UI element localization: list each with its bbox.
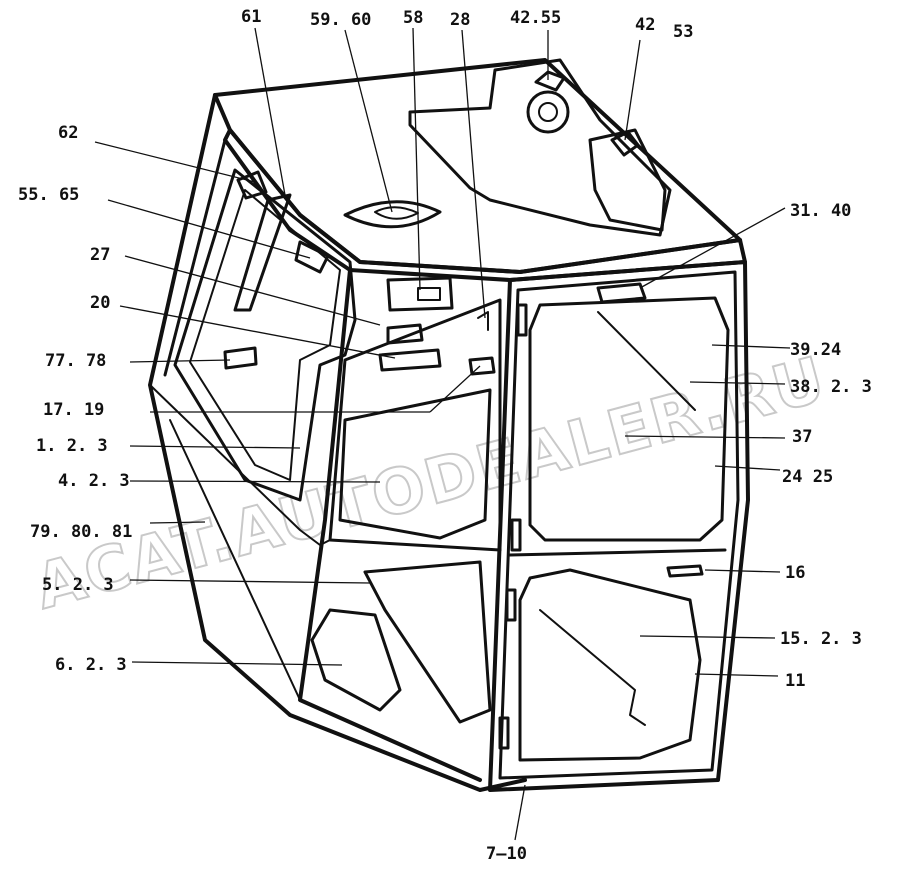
callout-53: 53 <box>673 22 693 42</box>
callout-59-60: 59. 60 <box>310 10 371 30</box>
callout-5-2-3: 5. 2. 3 <box>42 575 114 595</box>
callout-37: 37 <box>792 427 812 447</box>
callout-62: 62 <box>58 123 78 143</box>
leader-lines <box>94 27 791 841</box>
callout-27: 27 <box>90 245 110 265</box>
callout-1-2-3: 1. 2. 3 <box>36 436 108 456</box>
callout-20: 20 <box>90 293 110 313</box>
callout-42-55: 42.55 <box>510 8 561 28</box>
callout-15-2-3: 15. 2. 3 <box>780 629 862 649</box>
callout-39-24: 39.24 <box>790 340 841 360</box>
callout-55-65: 55. 65 <box>18 185 79 205</box>
callout-6-2-3: 6. 2. 3 <box>55 655 127 675</box>
callout-58: 58 <box>403 8 423 28</box>
callout-42: 42 <box>635 15 655 35</box>
callout-28: 28 <box>450 10 470 30</box>
callout-31-40: 31. 40 <box>790 201 851 221</box>
callout-labels: 61 59. 60 58 28 42.55 42 53 62 55. 65 27… <box>18 7 872 864</box>
callout-16: 16 <box>785 563 805 583</box>
callout-11: 11 <box>785 671 805 691</box>
callout-79-80-81: 79. 80. 81 <box>30 522 132 542</box>
callout-17-19: 17. 19 <box>43 400 104 420</box>
callout-7-10: 7—10 <box>486 844 527 864</box>
callout-38-2-3: 38. 2. 3 <box>790 377 872 397</box>
callout-4-2-3: 4. 2. 3 <box>58 471 130 491</box>
callout-24-25: 24 25 <box>782 467 833 487</box>
cab-outline <box>148 58 750 792</box>
callout-77-78: 77. 78 <box>45 351 106 371</box>
callout-61: 61 <box>241 7 261 27</box>
